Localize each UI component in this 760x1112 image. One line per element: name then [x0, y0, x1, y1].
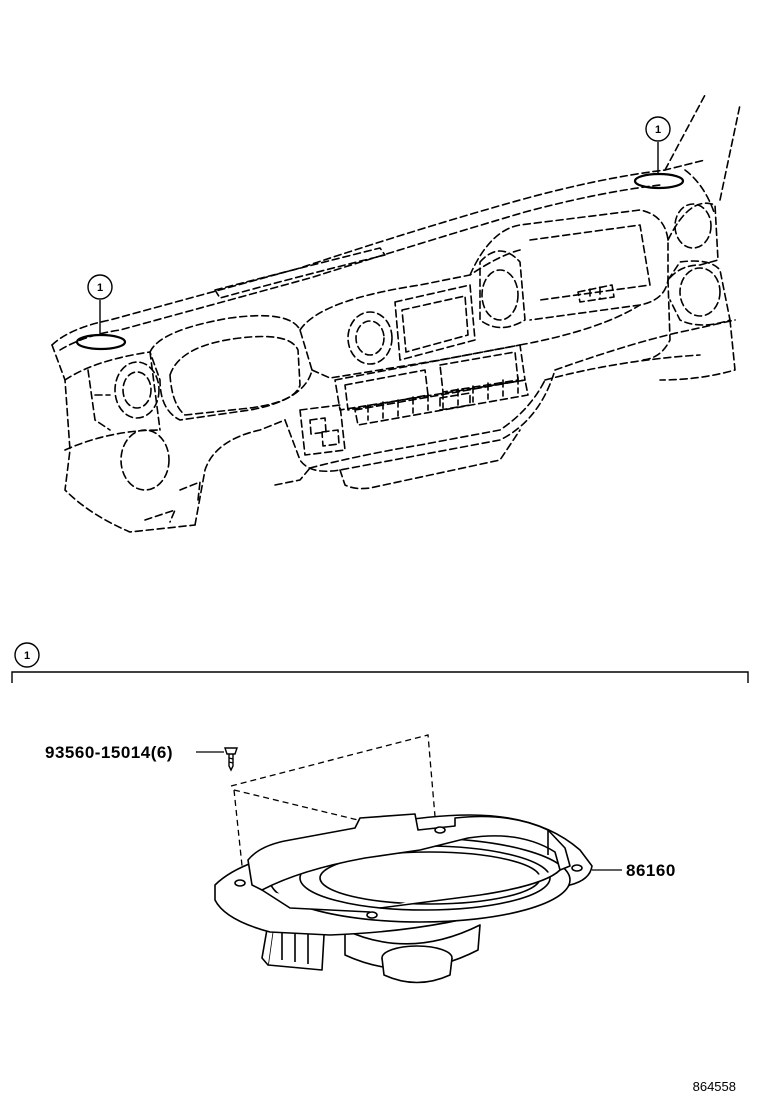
callout-right-number: 1 — [655, 124, 661, 136]
callout-left: 1 — [87, 274, 113, 335]
speaker-part-number: 86160 — [626, 861, 676, 880]
diagram-reference: 864558 — [693, 1079, 736, 1094]
screw-icon — [224, 747, 238, 772]
speaker-ring-left — [75, 333, 127, 351]
speaker-assembly — [214, 813, 593, 984]
section-header: 1 — [11, 642, 749, 683]
section-callout-number: 1 — [24, 650, 30, 662]
assembly-lines — [230, 734, 437, 913]
dashboard-illustration — [51, 94, 741, 533]
speaker-locations — [75, 172, 685, 351]
callout-right: 1 — [645, 116, 671, 174]
callout-left-number: 1 — [97, 282, 103, 294]
speaker-ring-right — [633, 172, 685, 190]
screw-part-number: 93560-15014(6) — [45, 743, 173, 762]
